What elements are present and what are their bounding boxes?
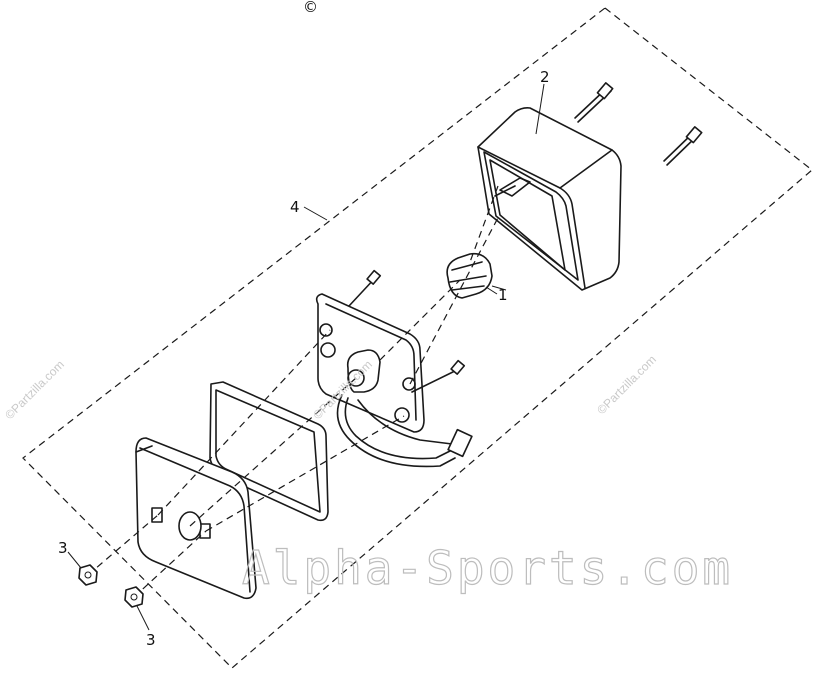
bulb-part [446, 252, 507, 299]
socket-plate-part [315, 269, 473, 468]
callout-4: 4 [290, 198, 300, 216]
callout-3-upper: 3 [58, 539, 68, 557]
alpha-sports-watermark: Alpha-Sports.com [242, 541, 733, 595]
callout-leaders [67, 83, 545, 631]
copyright-mark: © [303, 0, 318, 16]
housing-part [477, 82, 703, 291]
partzilla-watermark-left: ©Partzilla.com [2, 357, 67, 422]
callout-1: 1 [498, 286, 508, 304]
callout-2: 2 [540, 68, 550, 86]
callout-3-lower: 3 [146, 631, 156, 649]
nut-lower-part [124, 586, 144, 608]
nut-upper-part [78, 564, 98, 586]
alignment-lines [87, 185, 501, 598]
partzilla-watermark-right: ©Partzilla.com [594, 352, 659, 417]
lens-part [135, 437, 257, 600]
